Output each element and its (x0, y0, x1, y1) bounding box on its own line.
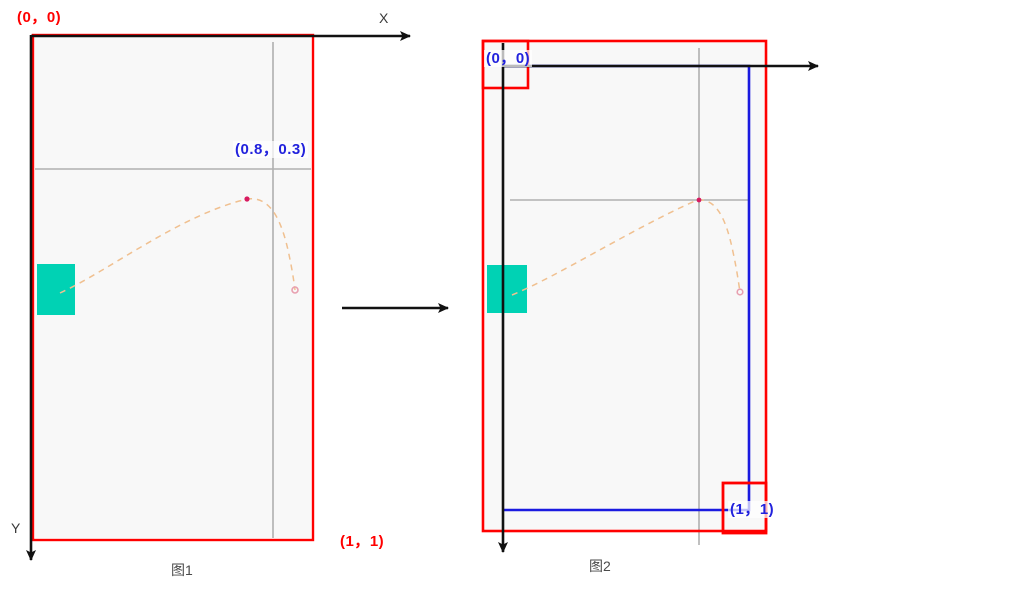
figure-1-origin-label: (0，0) (17, 9, 62, 26)
figure-2-caption: 图2 (589, 558, 611, 574)
figure-2-origin-label: (0，0) (484, 50, 533, 67)
figure-2-red-boundary (481, 39, 768, 533)
figure-1-teal-block (37, 264, 75, 315)
figure-1-panel (35, 37, 311, 538)
figure-2-end-point (736, 288, 744, 296)
figure-2-teal-block (487, 265, 527, 313)
figure-1-peak-point (244, 196, 250, 202)
figure-1-point-label: (0.8，0.3) (233, 141, 309, 158)
figure-2-peak-point (696, 197, 702, 203)
figure-1-y-axis-label: Y (11, 520, 21, 536)
figure-2-end-label: (1，1) (728, 501, 777, 518)
figure-1-x-axis-label: X (379, 10, 389, 26)
figure-1-end-point (291, 286, 299, 294)
figure-2-dashed-curve (511, 199, 741, 296)
figure-1-end-label: (1，1) (340, 533, 385, 550)
figure-1-group (26, 31, 411, 561)
figure-2-group (481, 39, 819, 553)
figure-2-panel (485, 43, 764, 529)
figure-1-dashed-curve (59, 198, 296, 294)
figure-1-caption: 图1 (171, 562, 193, 578)
